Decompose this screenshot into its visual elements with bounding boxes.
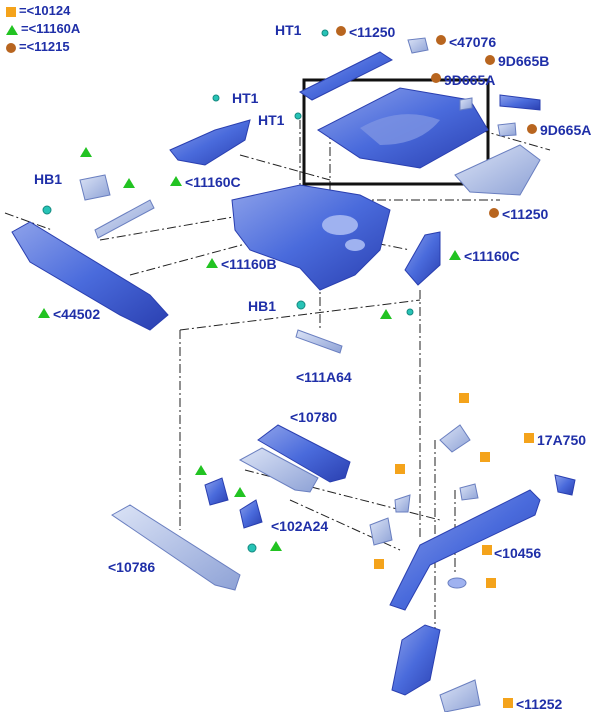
label-hb1-left: HB1 xyxy=(34,171,63,187)
legend-triangle: =<11160A xyxy=(6,22,80,36)
left-rail-44502 xyxy=(11,221,169,331)
label-ht1-left: HT1 xyxy=(232,90,259,106)
label-17a750: 17A750 xyxy=(537,432,587,448)
label-10456: <10456 xyxy=(494,545,542,561)
fastener-markers xyxy=(42,29,414,553)
label-9d665a-right: 9D665A xyxy=(540,122,592,138)
top-cross-member xyxy=(299,51,393,101)
label-11160c-right: <11160C xyxy=(464,248,520,264)
label-10786: <10786 xyxy=(108,559,156,575)
triangle-markers xyxy=(38,147,461,551)
member-10786 xyxy=(111,504,241,591)
circle-icon xyxy=(6,42,16,53)
legend-circle: =<11215 xyxy=(6,40,70,54)
label-ht1-top: HT1 xyxy=(275,22,302,38)
center-floor-11160b xyxy=(231,184,391,291)
label-10780: <10780 xyxy=(290,409,338,425)
highlight-frame xyxy=(302,78,490,186)
label-hb1-mid: HB1 xyxy=(248,298,277,314)
circle-markers xyxy=(336,26,537,218)
label-ht1-mid: HT1 xyxy=(258,112,285,128)
square-markers xyxy=(374,393,534,708)
pillar-11252 xyxy=(391,624,441,696)
label-44502: <44502 xyxy=(53,306,101,322)
right-rear-panel xyxy=(454,144,541,196)
label-11160b: <11160B xyxy=(221,256,277,272)
label-11250-top: <11250 xyxy=(349,24,396,40)
label-11252: <11252 xyxy=(516,696,563,712)
side-rail-10456 xyxy=(389,489,541,611)
right-bracket-11160c xyxy=(404,231,441,286)
cross-member-10780 xyxy=(257,424,351,483)
triangle-icon xyxy=(6,24,18,35)
label-11160c-left: <11160C xyxy=(185,174,241,190)
label-9d665a-top: 9D665A xyxy=(444,72,496,88)
square-icon xyxy=(6,6,16,17)
legend-square: =<10124 xyxy=(6,4,70,18)
label-111a64: <111A64 xyxy=(296,369,352,385)
label-47076: <47076 xyxy=(449,34,497,50)
label-9d665b: 9D665B xyxy=(498,53,550,69)
left-bracket-11160c xyxy=(169,119,251,166)
label-102a24: <102A24 xyxy=(271,518,329,534)
label-11250-bottom: <11250 xyxy=(502,206,549,222)
